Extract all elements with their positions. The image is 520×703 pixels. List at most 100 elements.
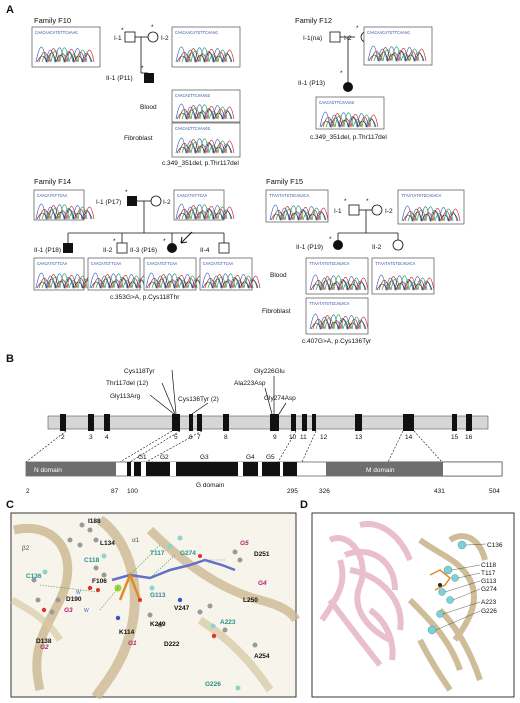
- g-domain: [127, 462, 297, 476]
- structure-panel-d: C136 C118 T117 G113 G274 A223 G226: [311, 512, 515, 698]
- seq-f14-ii3: CAACATGTTCAA: [147, 263, 178, 267]
- carrier-star: *: [125, 189, 128, 196]
- carrier-star: *: [356, 25, 359, 32]
- f10-blood-label: Blood: [140, 104, 157, 111]
- position-label: 295: [287, 488, 298, 495]
- residue-label-highlight: G113: [150, 592, 166, 599]
- structure-d-label: C136: [487, 542, 503, 549]
- panel-label-c: C: [6, 499, 14, 511]
- ped-f14-i1-label: I-1 (P17): [96, 199, 121, 206]
- residue-label-highlight: C136: [26, 573, 42, 580]
- ped-f14-i1-square: [127, 196, 137, 206]
- f15-fibroblast-label: Fibroblast: [262, 308, 291, 315]
- exon: [312, 414, 316, 431]
- family-f12-title: Family F12: [295, 16, 332, 25]
- motif-label: G2: [160, 454, 169, 461]
- trace-f10-top-left: CAACAACATGTTCAAAG: [31, 26, 101, 68]
- carrier-star: *: [366, 198, 369, 205]
- structure-d-label: C118: [481, 562, 496, 569]
- carrier-star: *: [340, 70, 343, 77]
- f14-traces-row: CAACATGTTCAA CAACATGTTCAA CAACATGTTCAA C…: [33, 257, 261, 291]
- exon: [291, 414, 296, 431]
- ped-f12-i1-square: [329, 31, 341, 43]
- ped-f15-ii1-circle: [333, 240, 343, 250]
- structure-panel-c: β2 α1 I188 L134 F106 D190 D138 K114 K249…: [10, 512, 301, 700]
- seq-f15-ii2: TTAATATGTGCAGACA: [375, 263, 416, 267]
- position-label: 326: [319, 488, 330, 495]
- residue-label: D138: [36, 638, 52, 645]
- mutation-label: Gly113Arg: [110, 393, 141, 400]
- residue-label: A254: [254, 653, 270, 660]
- gene-bar: [47, 415, 489, 430]
- residue-label: K114: [119, 629, 135, 636]
- exon: [172, 414, 180, 431]
- residue-label: L250: [243, 597, 258, 604]
- ped-f15-i2-label: I-2: [385, 208, 393, 215]
- ped-f10-i1-label: I-1: [114, 35, 122, 42]
- exon: [88, 414, 94, 431]
- water-label: W: [84, 608, 89, 614]
- exon-number: 16: [465, 434, 473, 441]
- ped-f14-ii3-label: II-3 (P16): [130, 247, 157, 254]
- f10-variant: c.349_351del, p.Thr117del: [162, 160, 239, 167]
- residue-label-highlight: T117: [150, 550, 165, 557]
- exon-number: 8: [224, 434, 228, 441]
- motif-label-magenta: G1: [128, 640, 137, 647]
- seq-f10-blood: CAACAGTTCAAAGG: [175, 95, 211, 99]
- ped-f10-i2-label: I-2: [161, 35, 169, 42]
- motif-label: G3: [200, 454, 209, 461]
- exon-number: 14: [405, 434, 413, 441]
- family-f10: Family F10 CAACAACATGTTCAAAG CAACAACATGT…: [31, 16, 241, 167]
- ped-f15-i2-circle: [371, 204, 383, 216]
- exon: [60, 414, 66, 431]
- ped-f14-ii2-square: [116, 242, 128, 254]
- residue-label: F106: [92, 578, 107, 585]
- ped-f15-i1-square: [348, 204, 360, 216]
- exon-number: 7: [197, 434, 201, 441]
- residue-label: I188: [88, 518, 101, 525]
- seq-f14-ii4: CAACATGTTCAA: [203, 263, 234, 267]
- seq-f15-i2: TTAATATGTGCAGACA: [401, 195, 442, 199]
- exon-number: 15: [451, 434, 459, 441]
- family-f14: Family F14 I-1 (P17) * I-2 CAACATGTTCAA …: [33, 177, 261, 301]
- family-f12: Family F12 I-1(na) I-2 * CAACAACATGTTCAA…: [295, 16, 433, 141]
- motif-label-magenta: G2: [40, 644, 49, 651]
- seq-f10-top-right: CAACAACATGTTCAAAG: [175, 32, 218, 36]
- seq-f15-fibro: TTAATATGTGCAGACA: [309, 303, 350, 307]
- exon: [223, 414, 229, 431]
- ss-label-alpha1: α1: [132, 537, 140, 544]
- seq-f12-bottom: CAACAGTTCAAAGG: [319, 102, 355, 106]
- motif-label: G5: [266, 454, 275, 461]
- exon-number: 13: [355, 434, 363, 441]
- proband-arrow-icon: [180, 231, 193, 244]
- residue-label: V247: [174, 605, 190, 612]
- m-domain: [326, 462, 443, 476]
- residue-label-highlight: C118: [84, 557, 100, 564]
- exon: [452, 414, 457, 431]
- ss-label-beta2: β2: [22, 545, 30, 552]
- ped-f10-i2-circle: [147, 31, 159, 43]
- structure-d-label: G113: [481, 578, 497, 585]
- exon-number: 2: [61, 434, 65, 441]
- carrier-star: *: [141, 65, 144, 72]
- seq-f12-top: CAACAACATGTTCAAAG: [367, 32, 410, 36]
- mutation-label: Gly226Glu: [254, 368, 285, 375]
- carrier-star: *: [329, 236, 332, 243]
- exon-number: 9: [273, 434, 277, 441]
- exon: [197, 414, 202, 431]
- family-f15-title: Family F15: [266, 177, 303, 186]
- seq-f14-i2: CAACATGTTCAA: [177, 195, 208, 199]
- n-domain: [26, 462, 116, 476]
- structure-d-label: G274: [481, 586, 497, 593]
- ped-f14-ii1-label: II-1 (P18): [34, 247, 61, 254]
- n-domain-label: N domain: [34, 467, 62, 474]
- exon: [270, 414, 279, 431]
- residue-label: D251: [254, 551, 270, 558]
- trace-f10-top-right: CAACAACATGTTCAAAG: [171, 26, 241, 68]
- mutation-label: Gly274Asp: [264, 395, 296, 402]
- carrier-star: *: [344, 198, 347, 205]
- position-label: 2: [26, 488, 30, 495]
- ped-f14-ii4-label: II-4: [200, 247, 210, 254]
- motif-label: G1: [138, 454, 147, 461]
- residue-label-highlight: G274: [180, 550, 196, 557]
